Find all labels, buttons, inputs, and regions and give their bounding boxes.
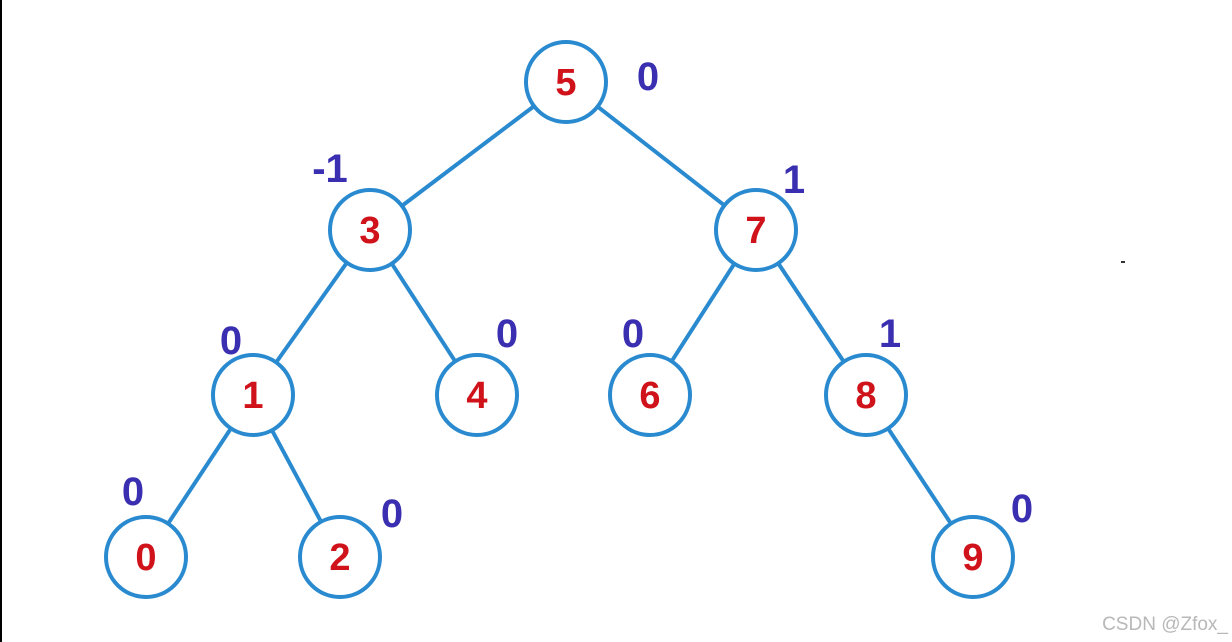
edge-n1-n0 <box>166 427 233 525</box>
node-value: 6 <box>639 375 660 417</box>
node-circle <box>524 40 608 124</box>
node-value: 4 <box>466 375 487 417</box>
tree-node-4: 4 <box>435 353 519 437</box>
edge-n7-n6 <box>669 262 737 363</box>
balance-factor-9: 0 <box>1011 487 1033 531</box>
tree-node-3: 3 <box>328 188 412 272</box>
tree-node-5: 5 <box>524 40 608 124</box>
edge-n5-n7 <box>596 105 726 207</box>
stray-mark <box>1121 261 1125 263</box>
tree-node-7: 7 <box>714 188 798 272</box>
edge-n3-n1 <box>274 261 349 364</box>
node-value: 5 <box>555 62 576 104</box>
balance-factor-0: 0 <box>122 470 144 514</box>
tree-node-6: 6 <box>608 353 692 437</box>
balance-factor-4: 0 <box>496 312 518 356</box>
tree-node-8: 8 <box>824 353 908 437</box>
node-value: 2 <box>329 537 350 579</box>
balance-factor-6: 0 <box>622 312 644 356</box>
node-value: 1 <box>242 375 263 417</box>
node-circle <box>104 515 188 599</box>
edge-n8-n9 <box>886 427 953 525</box>
node-circle <box>328 188 412 272</box>
balance-factor-8: 1 <box>879 312 901 356</box>
node-value: 7 <box>745 210 766 252</box>
node-value: 0 <box>135 537 156 579</box>
edge-n5-n3 <box>400 104 536 208</box>
balance-factor-7: 1 <box>783 158 805 202</box>
node-circle <box>931 515 1015 599</box>
node-circle <box>824 353 908 437</box>
edge-n1-n2 <box>270 429 323 523</box>
tree-node-2: 2 <box>298 515 382 599</box>
left-border <box>0 0 2 642</box>
edge-n7-n8 <box>776 262 846 363</box>
node-circle <box>298 515 382 599</box>
tree-node-0: 0 <box>104 515 188 599</box>
node-circle <box>608 353 692 437</box>
node-value: 8 <box>855 375 876 417</box>
balance-factor-5: 0 <box>637 55 659 99</box>
tree-edges <box>166 104 953 525</box>
balance-factor-1: 0 <box>220 319 242 363</box>
balance-factor-2: 0 <box>381 492 403 536</box>
edge-n3-n4 <box>390 262 457 363</box>
node-circle <box>211 353 295 437</box>
balance-factor-3: -1 <box>312 147 348 191</box>
tree-node-1: 1 <box>211 353 295 437</box>
tree-node-9: 9 <box>931 515 1015 599</box>
node-circle <box>714 188 798 272</box>
node-value: 3 <box>359 210 380 252</box>
node-circle <box>435 353 519 437</box>
watermark: CSDN @Zfox_ <box>1102 614 1228 635</box>
node-value: 9 <box>962 537 983 579</box>
